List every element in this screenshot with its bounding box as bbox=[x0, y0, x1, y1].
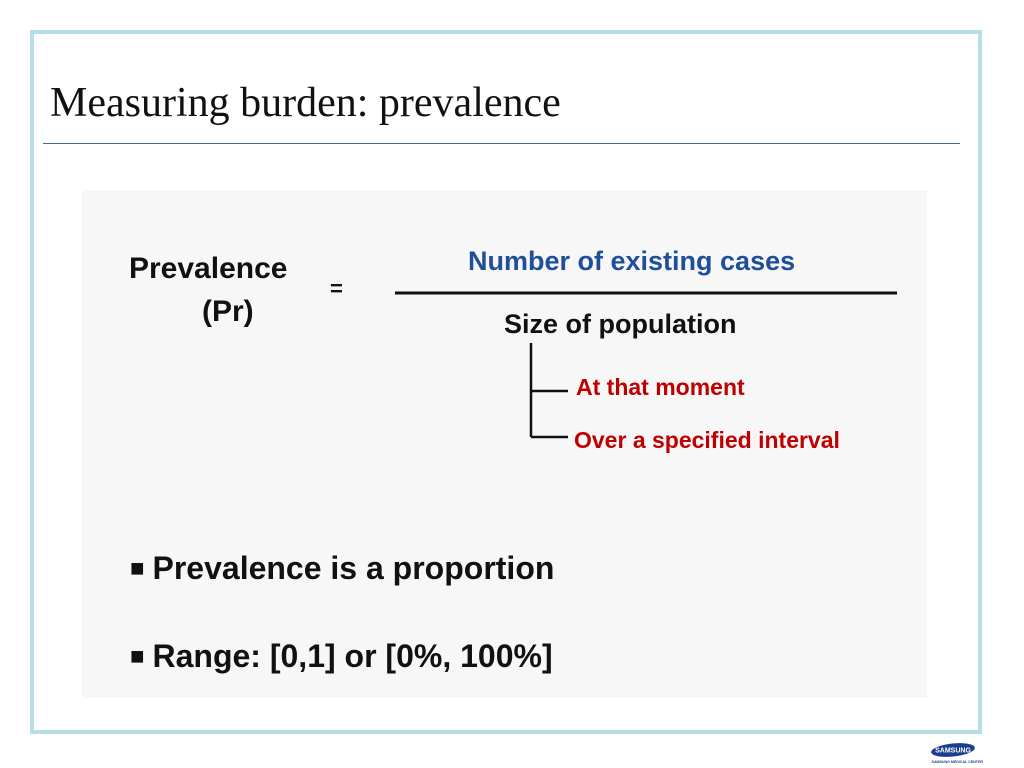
svg-text:SAMSUNG: SAMSUNG bbox=[935, 748, 971, 755]
bullet-text: Prevalence is a proportion bbox=[152, 550, 555, 586]
formula-denominator: Size of population bbox=[504, 309, 737, 339]
formula-numerator: Number of existing cases bbox=[468, 246, 796, 276]
denominator-branch-moment: At that moment bbox=[576, 374, 745, 400]
svg-text:SAMSUNG MEDICAL CENTER: SAMSUNG MEDICAL CENTER bbox=[932, 760, 984, 764]
formula-lhs-abbreviation: (Pr) bbox=[202, 295, 254, 328]
bullet-text: Range: [0,1] or [0%, 100%] bbox=[152, 638, 553, 674]
formula-lhs-word: Prevalence bbox=[129, 252, 288, 285]
formula-equals-sign: = bbox=[330, 276, 343, 301]
content-panel bbox=[82, 190, 927, 698]
denominator-branch-interval: Over a specified interval bbox=[574, 427, 840, 453]
bullet-item: ■ Prevalence is a proportion bbox=[130, 550, 554, 587]
samsung-logo: SAMSUNG SAMSUNG MEDICAL CENTER bbox=[931, 743, 984, 764]
bullet-square-icon: ■ bbox=[130, 643, 145, 670]
bullet-item: ■ Range: [0,1] or [0%, 100%] bbox=[130, 638, 553, 675]
bullet-square-icon: ■ bbox=[130, 555, 145, 582]
title-divider bbox=[43, 143, 960, 144]
slide-title: Measuring burden: prevalence bbox=[50, 80, 561, 126]
